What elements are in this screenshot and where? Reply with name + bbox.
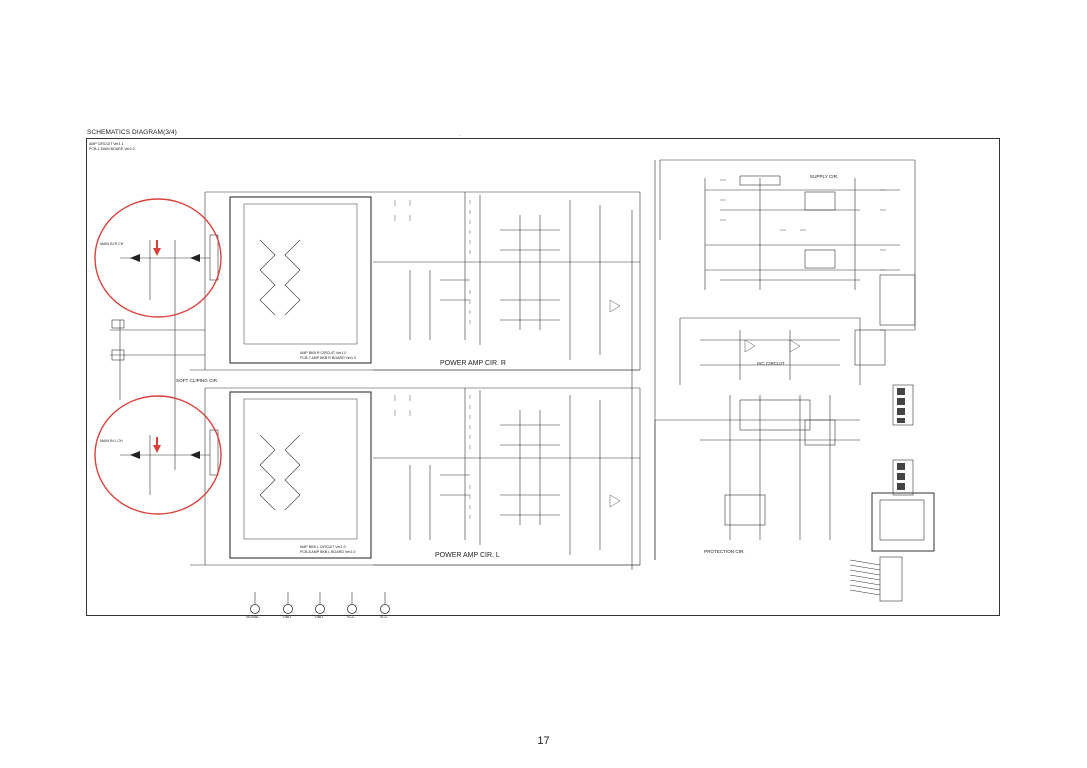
amp-r-caption-1: AMP BKB R CIRCUIT Ver1.0: [300, 351, 347, 355]
input-label-l: MAIN IN L CH: [100, 439, 123, 443]
supply-label: SUPPLY CIR.: [810, 174, 839, 179]
amp-l-board-box: [229, 391, 372, 559]
power-amp-r-label: POWER AMP CIR. R: [440, 360, 506, 367]
highlight-marker-r: [153, 248, 161, 256]
bottom-terminal-label-3: GND: [315, 615, 323, 619]
dot-mark: ·: [459, 133, 461, 139]
bottom-terminal-label-5: VCC: [380, 615, 388, 619]
page-title: SCHEMATICS DIAGRAM(3/4): [87, 129, 177, 136]
schematic-sheet: [86, 138, 1000, 616]
highlight-circle-l: [94, 395, 222, 515]
terminal-signal: [250, 604, 260, 614]
page-number: 17: [537, 735, 550, 747]
sheet-header-line2: PCB-1 MAIN BOARD Ver2.0: [89, 147, 135, 151]
isc-label: ISC CIRCUIT: [757, 361, 785, 366]
sheet-header-line1: AMP CIRCUIT Ver1.1: [89, 142, 124, 146]
terminal-gnd-1: [283, 604, 293, 614]
highlight-marker-l: [153, 445, 161, 453]
amp-r-caption-2: PCB-7 AMP BKB R BOARD Ver1.0: [300, 356, 357, 360]
amp-r-board-box: [229, 196, 372, 364]
terminal-vcc-1: [347, 604, 357, 614]
input-label-r: MAIN IN R CH: [100, 242, 124, 246]
bottom-terminal-label-2: GND: [283, 615, 291, 619]
terminal-vcc-2: [380, 604, 390, 614]
amp-l-caption-1: AMP BKB L CIRCUIT Ver1.0: [300, 545, 346, 549]
amp-l-caption-2: PCB-8 AMP BKB L BOARD Ver1.0: [300, 550, 356, 554]
power-amp-l-label: POWER AMP CIR. L: [435, 552, 500, 559]
bottom-terminal-label-4: VCC: [347, 615, 355, 619]
terminal-gnd-2: [315, 604, 325, 614]
soft-clipping-label: SOFT CLIPING CIR.: [176, 378, 219, 383]
highlight-circle-r: [94, 198, 222, 318]
bottom-terminal-label-1: SIGNAL: [246, 615, 260, 619]
protection-label: PROTECTION CIR.: [704, 549, 745, 554]
